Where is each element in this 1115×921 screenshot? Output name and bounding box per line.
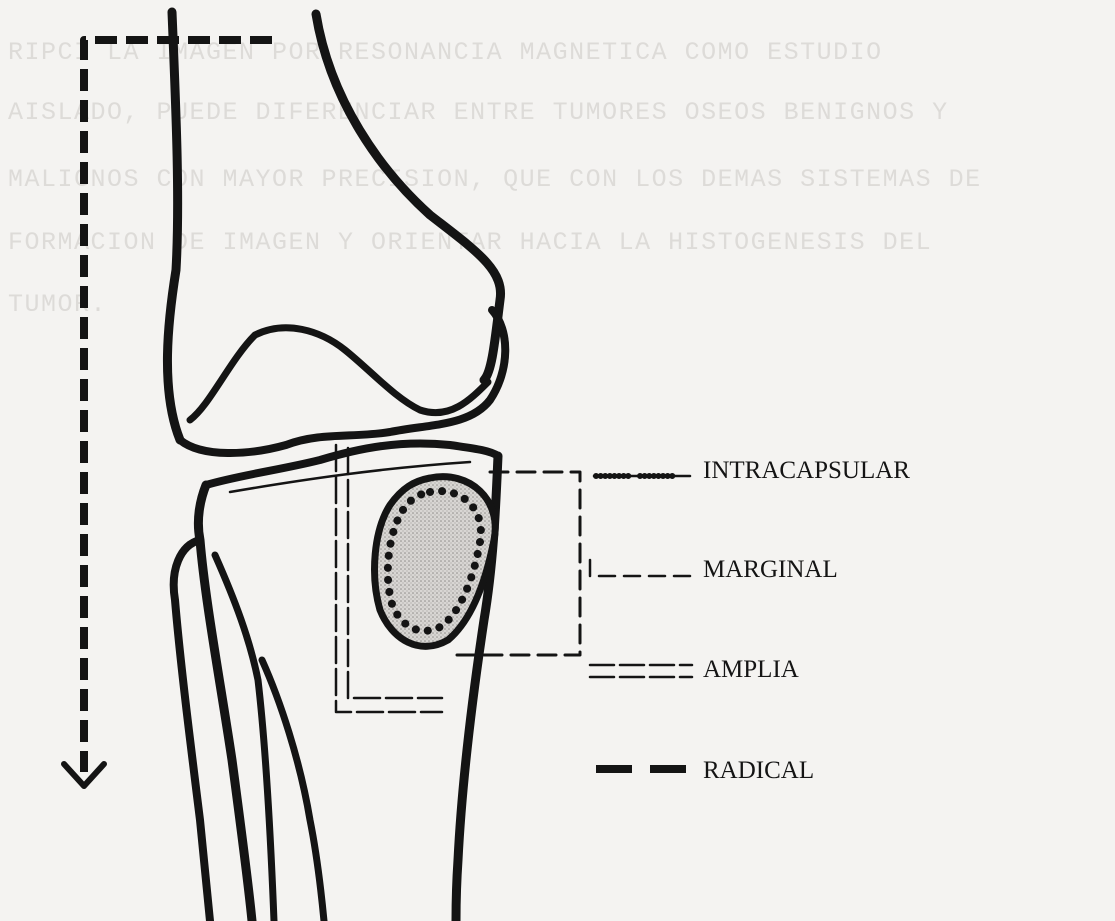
legend-sample-amplia xyxy=(590,665,692,677)
legend-label-radical: RADICAL xyxy=(703,757,814,785)
femur-outline xyxy=(167,12,180,440)
femur-outline-right xyxy=(316,14,501,380)
legend-label-intracapsular: INTRACAPSULAR xyxy=(703,457,910,485)
tumor-lesion xyxy=(375,477,496,647)
femur-notch xyxy=(190,328,488,420)
legend-label-marginal: MARGINAL xyxy=(703,556,838,584)
legend-label-amplia: AMPLIA xyxy=(703,656,799,684)
femur-condyle xyxy=(180,310,505,453)
legend-sample-marginal xyxy=(590,560,690,576)
